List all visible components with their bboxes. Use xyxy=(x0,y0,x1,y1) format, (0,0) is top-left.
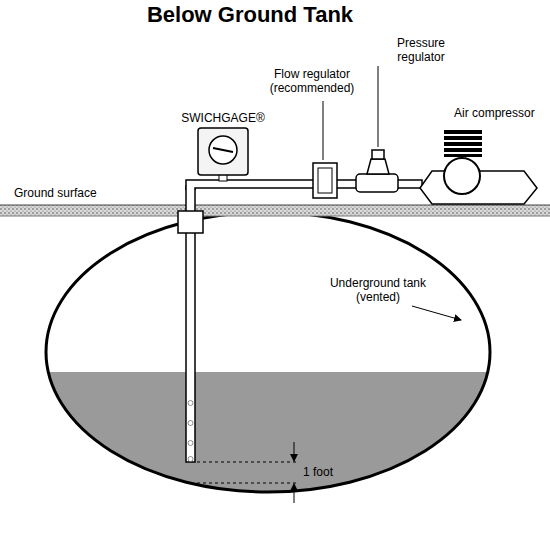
gauge-label: SWICHGAGE® xyxy=(168,111,278,125)
tank-interior xyxy=(46,212,490,492)
tube-holes xyxy=(188,401,193,462)
part-label: Pressure regulator xyxy=(383,36,459,64)
compressor-fins xyxy=(444,130,482,157)
compressor-fin xyxy=(444,136,482,140)
dimension-arrow xyxy=(294,442,295,461)
flow-regulator xyxy=(313,163,337,198)
tank-label: Underground tank (vented) xyxy=(313,276,443,304)
part-label: Air compressor xyxy=(454,106,546,120)
dimension-label: 1 foot xyxy=(303,465,363,479)
tube-hole xyxy=(188,441,193,446)
gauge-housing xyxy=(198,128,248,175)
compressor-fin xyxy=(444,148,482,152)
pressure-regulator-bonnet xyxy=(367,159,389,174)
tank-liquid xyxy=(46,372,490,492)
tank-fitting xyxy=(178,211,203,233)
gauge-dial xyxy=(209,136,237,164)
compressor-motor xyxy=(444,158,480,194)
ground-label: Ground surface xyxy=(14,186,134,200)
leader-line xyxy=(378,66,379,147)
leader-arrow xyxy=(412,306,461,320)
dimension-line xyxy=(197,483,298,484)
compressor-fin xyxy=(444,130,482,134)
flow-regulator-window xyxy=(318,168,332,193)
part-label: Flow regulator (recommended) xyxy=(258,67,366,95)
pressure-regulator-body xyxy=(356,174,398,192)
compressor-fin xyxy=(444,154,482,157)
tank-shell xyxy=(46,212,490,492)
gauge-needle xyxy=(213,148,233,152)
pressure-regulator-cap xyxy=(372,150,384,159)
leader-line xyxy=(323,101,324,160)
compressor-fin xyxy=(444,142,482,146)
ground-line xyxy=(0,216,550,217)
ground-band xyxy=(0,205,550,216)
diagram-title: Below Ground Tank xyxy=(147,2,353,28)
tube-hole xyxy=(188,421,193,426)
tube-hole xyxy=(188,401,193,406)
dimension-line xyxy=(197,462,298,463)
tube-hole xyxy=(188,457,193,462)
dimension-arrow xyxy=(294,484,295,503)
